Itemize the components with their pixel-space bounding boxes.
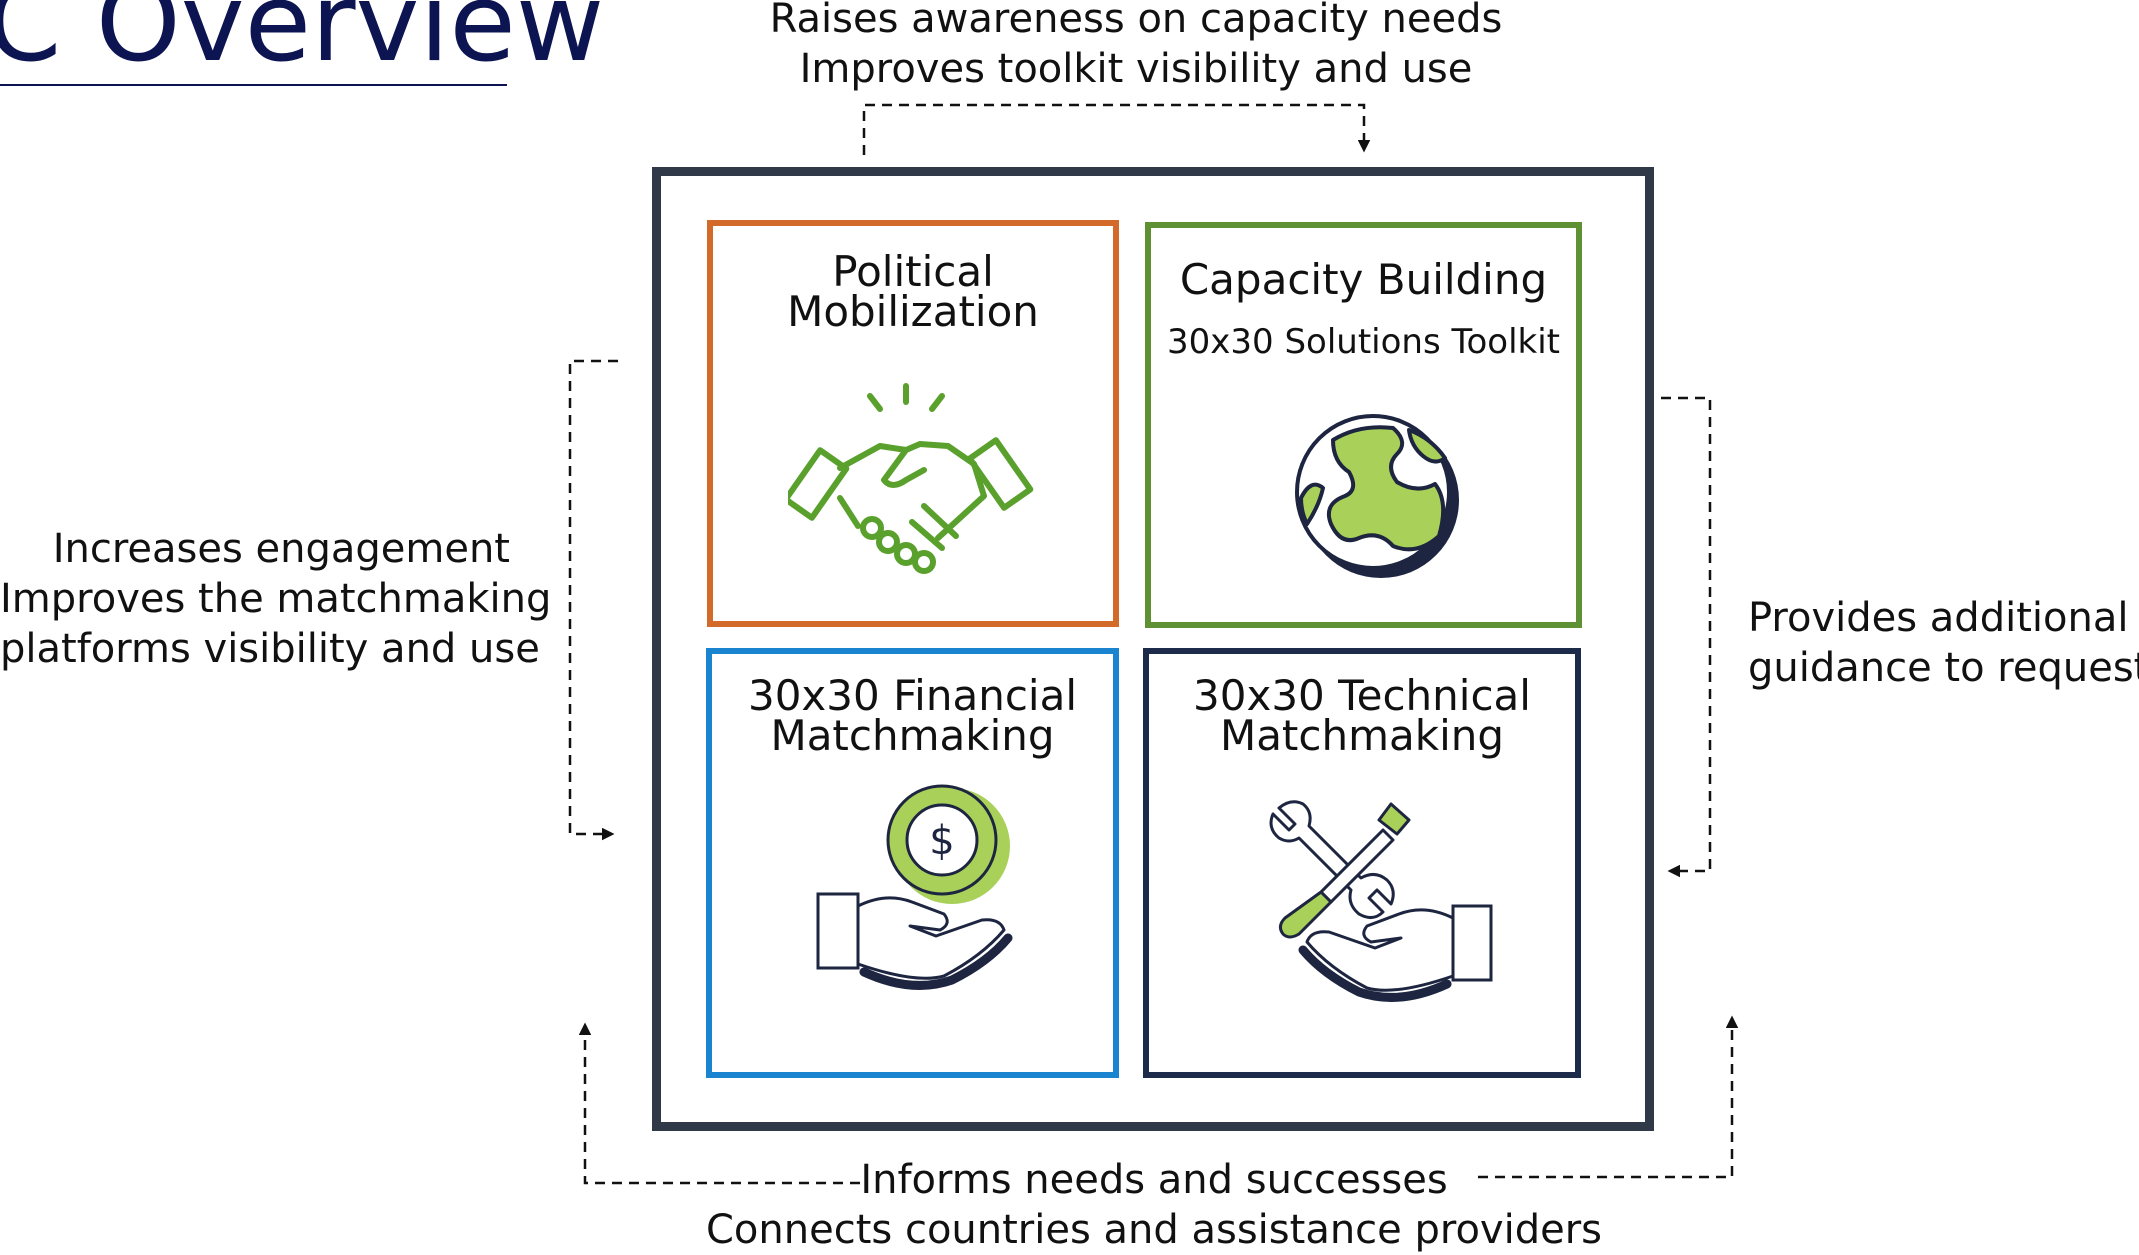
- annotation-top-line-2: Improves toolkit visibility and use: [799, 46, 1473, 92]
- quadrant-title-line-2: Mobilization: [787, 287, 1039, 336]
- annotation-left-line-1: Increases engagement: [52, 526, 510, 572]
- annotation-bottom-line-2: Connects countries and assistance provid…: [706, 1207, 1602, 1253]
- globe-icon: [1295, 414, 1459, 578]
- quadrant-capacity-building: Capacity Building 30x30 Solutions Toolki…: [1145, 222, 1582, 628]
- quadrant-title: Capacity Building: [1179, 255, 1548, 304]
- annotation-bottom-line-1: Informs needs and successes: [860, 1157, 1448, 1203]
- quadrant-financial-matchmaking: 30x30 Financial Matchmaking $: [706, 648, 1119, 1078]
- annotation-top-line-1: Raises awareness on capacity needs: [769, 0, 1503, 42]
- arrow-bottom-right: [1478, 1015, 1739, 1179]
- handshake-icon: [788, 383, 1034, 574]
- annotation-left: Increases engagement Improves the matchm…: [0, 524, 552, 674]
- quadrant-title: 30x30 Technical Matchmaking: [1149, 671, 1575, 760]
- quadrant-title: Political Mobilization: [713, 247, 1113, 336]
- annotation-right: Provides additional guidance to requests: [1748, 593, 2139, 693]
- annotation-left-line-2: Improves the matchmaking: [0, 576, 552, 622]
- arrow-bottom-left: [578, 1022, 860, 1185]
- hand-coin-icon: $: [816, 784, 1013, 990]
- arrow-top: [862, 103, 1371, 155]
- annotation-bottom: Informs needs and successes Connects cou…: [646, 1155, 1662, 1255]
- quadrant-subtitle: 30x30 Solutions Toolkit: [1167, 322, 1560, 362]
- quadrant-frame: [652, 167, 1654, 1131]
- quadrant-title: 30x30 Financial Matchmaking: [712, 671, 1113, 760]
- annotation-right-line-2: guidance to requests: [1748, 645, 2139, 691]
- page-title: C Overview: [0, 0, 605, 86]
- quadrant-political-mobilization: Political Mobilization: [707, 220, 1119, 627]
- quadrant-title-line-1: Political: [832, 247, 994, 296]
- arrow-left: [568, 359, 618, 841]
- hand-tools-icon: [1269, 800, 1493, 1002]
- quadrant-title-line-1: 30x30 Technical: [1193, 671, 1531, 720]
- quadrant-technical-matchmaking: 30x30 Technical Matchmaking: [1143, 648, 1581, 1078]
- title-underline: [0, 84, 507, 86]
- annotation-top: Raises awareness on capacity needs Impro…: [646, 0, 1626, 94]
- arrow-right: [1661, 396, 1712, 878]
- annotation-right-line-1: Provides additional: [1748, 595, 2129, 641]
- quadrant-title-line-2: Matchmaking: [770, 711, 1055, 760]
- annotation-left-line-3: platforms visibility and use: [0, 626, 540, 672]
- svg-text:$: $: [929, 818, 954, 864]
- quadrant-title-line-2: Matchmaking: [1219, 711, 1505, 760]
- quadrant-title-line-1: 30x30 Financial: [747, 671, 1077, 720]
